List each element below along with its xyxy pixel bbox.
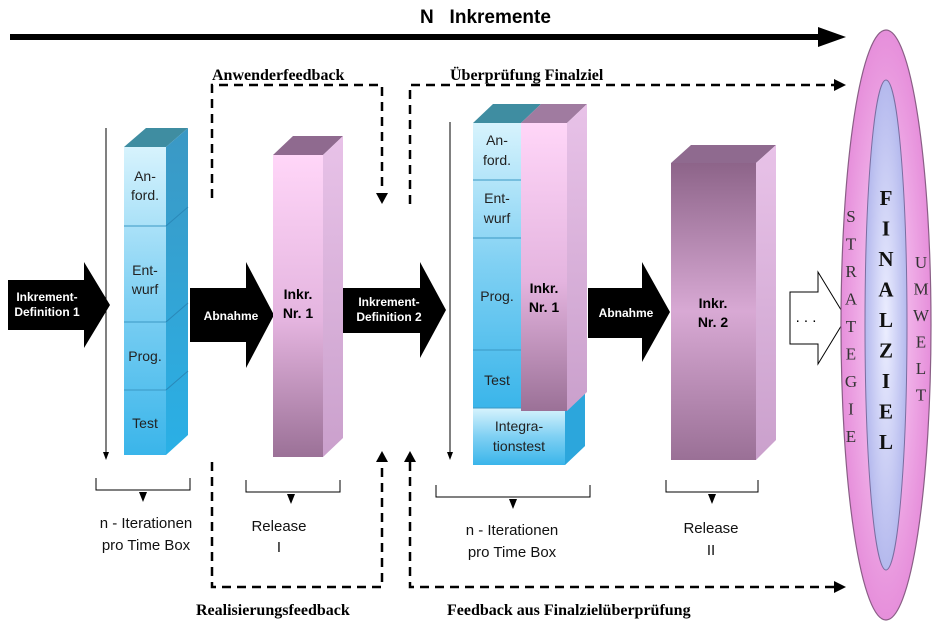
stack1-entwurf-2: wurf — [131, 281, 159, 297]
umwelt-letter: W — [913, 306, 930, 325]
inkr1-line2: Nr. 1 — [283, 305, 314, 321]
stack1-anford-2: ford. — [131, 187, 159, 203]
def1-line1: Inkrement- — [16, 290, 77, 304]
increment-1-block: Inkr. Nr. 1 — [273, 136, 343, 457]
abnahme1-label: Abnahme — [204, 309, 259, 323]
abnahme-1-arrow: Abnahme — [190, 262, 274, 368]
strategie-letter: E — [846, 427, 856, 446]
strategie-letter: I — [848, 400, 854, 419]
strategie-letter: T — [846, 235, 857, 254]
inkrement-definition-1-arrow: Inkrement- Definition 1 — [8, 262, 110, 348]
umwelt-letter: U — [915, 253, 927, 272]
iter1-line1: n - Iterationen — [100, 515, 193, 532]
def2-line2: Definition 2 — [356, 310, 422, 324]
bracket-2 — [245, 480, 341, 493]
abnahme2-label: Abnahme — [599, 306, 654, 320]
inkr1b-line2: Nr. 1 — [529, 299, 560, 315]
finalziel-letter: I — [882, 369, 890, 393]
iter1-line2: pro Time Box — [102, 537, 191, 554]
feedback-loops — [210, 83, 838, 589]
finalziel-letter: N — [878, 247, 893, 271]
release2-line1: Release — [683, 520, 738, 537]
continuation-arrow: . . . — [789, 270, 847, 366]
n-increments-arrow — [10, 27, 846, 47]
stack2-anford-1: An- — [486, 132, 508, 148]
finalziel-feedback-label: Feedback aus Finalzielüberprüfung — [447, 602, 691, 619]
ellipsis-label: . . . — [796, 309, 817, 326]
release1-line2: I — [277, 539, 281, 556]
finalziel-ellipse — [840, 29, 932, 621]
bracket-3 — [435, 485, 591, 498]
realisierungsfeedback-label: Realisierungsfeedback — [196, 602, 350, 619]
stack1-prog: Prog. — [128, 348, 161, 364]
finalziel-letter: E — [879, 400, 893, 424]
bracket-2-arrow — [287, 494, 295, 504]
stack2-prog: Prog. — [480, 288, 513, 304]
anwender-arrowhead — [376, 193, 388, 204]
integration-line1: Integra- — [495, 418, 544, 434]
release2-line2: II — [707, 542, 715, 559]
realisierungsfeedback-loop — [210, 462, 384, 589]
bracket-3-arrow — [509, 499, 517, 509]
realisierung-arrowhead — [376, 451, 388, 462]
bracket-4-arrow — [708, 494, 716, 504]
finalziel-check-label: Überprüfung Finalziel — [450, 66, 604, 84]
umwelt-letter: M — [913, 280, 928, 299]
iter2-line1: n - Iterationen — [466, 522, 559, 539]
iter2-line2: pro Time Box — [468, 544, 557, 561]
phase-stack-2: An- ford. Ent- wurf Prog. Test Integra- … — [473, 104, 585, 465]
finalziel-letter: I — [882, 217, 890, 241]
integration-line2: tionstest — [493, 438, 545, 454]
timebox-axis-2 — [447, 122, 453, 460]
finalziel-feedback-end-arrowhead — [834, 581, 846, 593]
increment-2-block: Inkr. Nr. 2 — [671, 145, 776, 460]
stack2-entwurf-1: Ent- — [484, 190, 510, 206]
strategie-letter: G — [845, 372, 857, 391]
stack2-entwurf-2: wurf — [483, 210, 511, 226]
finalziel-letter: F — [880, 186, 893, 210]
bracket-1-arrow — [139, 492, 147, 502]
stack1-test: Test — [132, 415, 158, 431]
umwelt-letter: L — [916, 359, 926, 378]
inkr1b-line1: Inkr. — [530, 280, 559, 296]
finalziel-feedback-arrowhead — [404, 451, 416, 462]
stack1-entwurf-1: Ent- — [132, 262, 158, 278]
increment-1-overlay: Inkr. Nr. 1 — [521, 104, 587, 411]
stack2-test: Test — [484, 372, 510, 388]
anwenderfeedback-label: Anwenderfeedback — [212, 67, 345, 84]
n-increments-title: N Inkremente — [420, 7, 551, 28]
strategie-letter: T — [846, 317, 857, 336]
finalziel-letter: Z — [879, 339, 893, 363]
finalziel-check-arrowhead — [834, 79, 846, 91]
inkr2-line1: Inkr. — [699, 295, 728, 311]
strategie-letter: E — [846, 345, 856, 364]
umwelt-letter: E — [916, 333, 926, 352]
strategie-letter: A — [845, 290, 858, 309]
bracket-1 — [95, 478, 191, 491]
stack1-anford-1: An- — [134, 168, 156, 184]
phase-stack-1: An- ford. Ent- wurf Prog. Test — [124, 128, 189, 455]
inkr1-line1: Inkr. — [284, 286, 313, 302]
strategie-letter: S — [846, 207, 855, 226]
finalziel-letter: A — [878, 278, 894, 302]
inkrement-definition-2-arrow: Inkrement- Definition 2 — [340, 262, 446, 358]
finalziel-feedback-loop — [408, 462, 838, 589]
def2-line1: Inkrement- — [358, 295, 419, 309]
release1-line1: Release — [251, 518, 306, 535]
abnahme-2-arrow: Abnahme — [588, 262, 670, 362]
umwelt-letter: T — [916, 386, 927, 405]
def1-line2: Definition 1 — [14, 305, 80, 319]
inkr2-line2: Nr. 2 — [698, 314, 729, 330]
strategie-letter: R — [845, 262, 857, 281]
finalziel-letter: L — [879, 430, 893, 454]
anwenderfeedback-loop — [210, 83, 384, 198]
bracket-4 — [665, 480, 759, 493]
timebox-axis-1 — [103, 128, 109, 460]
stack2-anford-2: ford. — [483, 152, 511, 168]
finalziel-letter: L — [879, 308, 893, 332]
